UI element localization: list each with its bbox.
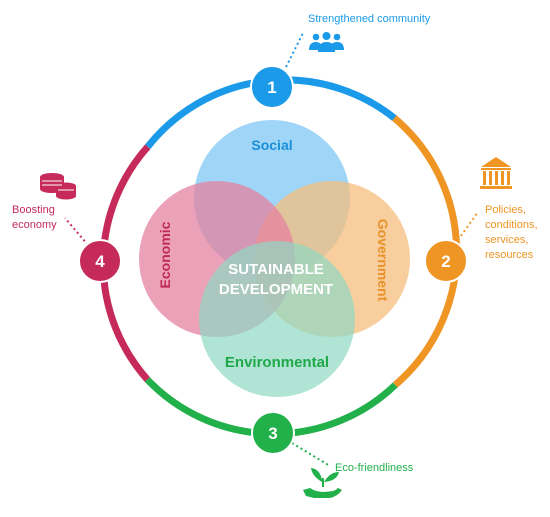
- venn: [139, 120, 410, 397]
- label-economic: Economic: [157, 221, 173, 288]
- center-title-line2: DEVELOPMENT: [219, 281, 333, 298]
- node-2-circle: [424, 239, 468, 283]
- node-4-number: 4: [95, 252, 105, 271]
- annotation-community: Strengthened community: [308, 13, 431, 25]
- annotation-policies-line3: services,: [485, 234, 528, 246]
- label-environmental: Environmental: [225, 354, 329, 371]
- label-government: Government: [375, 219, 391, 302]
- node-3: 3: [251, 411, 295, 455]
- annotation-policies-line4: resources: [485, 249, 534, 261]
- node-1-circle: [250, 65, 294, 109]
- connector-community: [285, 32, 304, 68]
- annotation-economy-line1: Boosting: [12, 204, 55, 216]
- label-social: Social: [251, 137, 292, 153]
- connector-policies: [457, 211, 479, 241]
- node-3-number: 3: [268, 424, 277, 443]
- annotation-economy-line2: economy: [12, 219, 57, 231]
- node-2: 2: [424, 239, 468, 283]
- connector-economy: [64, 217, 89, 246]
- node-2-number: 2: [441, 252, 450, 271]
- node-4-circle: [78, 239, 122, 283]
- node-4: 4: [78, 239, 122, 283]
- node-1-number: 1: [267, 78, 276, 97]
- node-1: 1: [250, 65, 294, 109]
- annotation-eco: Eco-friendliness: [335, 462, 414, 474]
- annotation-policies-line1: Policies,: [485, 204, 526, 216]
- coins-icon: [40, 173, 76, 200]
- plant-in-hand-icon: [303, 468, 342, 498]
- annotation-policies-line2: conditions,: [485, 219, 538, 231]
- people-icon: [309, 32, 344, 52]
- government-building-icon: [480, 157, 512, 189]
- circle-environmental: [199, 241, 355, 397]
- connectors: [64, 32, 479, 467]
- connector-eco: [291, 442, 331, 467]
- node-3-circle: [251, 411, 295, 455]
- center-title-line1: SUTAINABLE: [228, 261, 324, 278]
